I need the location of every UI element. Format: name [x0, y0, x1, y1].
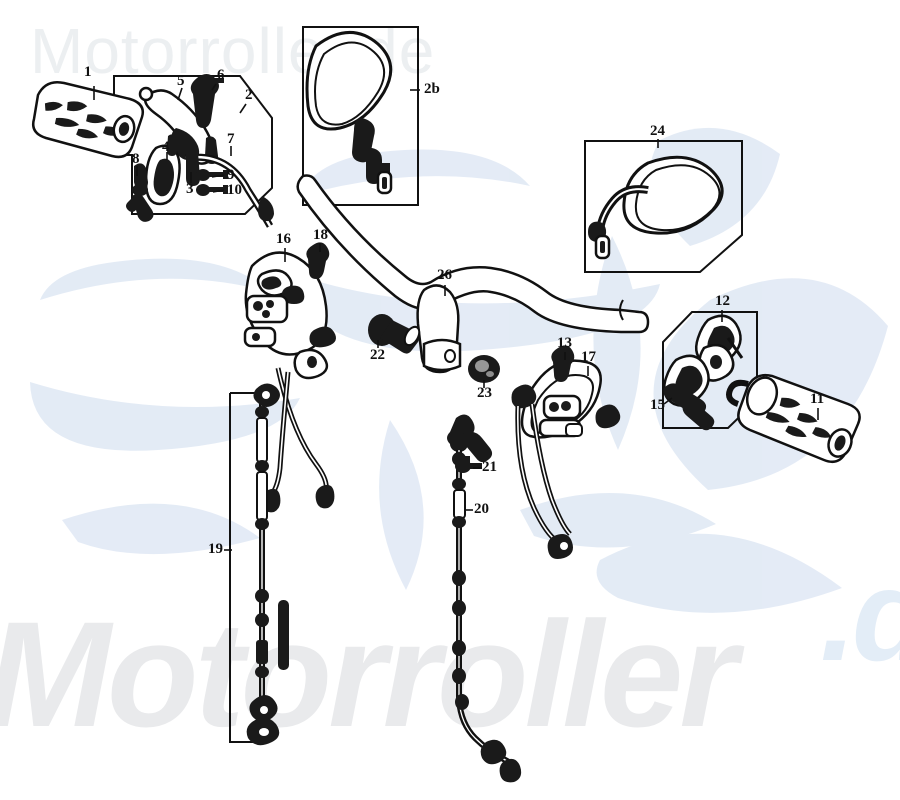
- part-22-clamp-bolt: [368, 314, 421, 354]
- callout-label-8: 8: [132, 151, 140, 167]
- assembly-box-12: [662, 311, 758, 429]
- part-7-lever-holder: [185, 136, 274, 228]
- callout-label-23: 23: [477, 385, 492, 401]
- part-23-handlebar-weight: [468, 355, 500, 383]
- callout-label-6: 6: [217, 67, 225, 83]
- part-10-clamp-bolt: [196, 184, 228, 196]
- callout-label-9: 9: [227, 167, 235, 183]
- part-6-adjuster-screw: [190, 74, 224, 128]
- part-17-right-brake-lever: [511, 359, 621, 559]
- part-26-handlebar-tube: [296, 174, 650, 334]
- callout-label-12: 12: [715, 293, 730, 309]
- part-11-right-grip: [726, 337, 861, 463]
- callout-label-2b: 2b: [424, 81, 440, 97]
- callout-label-7: 7: [227, 131, 235, 147]
- callout-label-26: 26: [437, 267, 452, 283]
- callout-label-20: 20: [474, 501, 489, 517]
- part-13-switch-screw: [551, 345, 575, 382]
- assembly-box-2b: [302, 26, 419, 206]
- callout-label-16: 16: [276, 231, 291, 247]
- callout-label-5: 5: [177, 73, 185, 89]
- handlebar-center-clamp: [416, 284, 462, 374]
- callout-label-18: 18: [313, 227, 328, 243]
- callout-label-13: 13: [557, 335, 572, 351]
- callout-label-17: 17: [581, 349, 596, 365]
- part-4-brake-light-switch: [144, 134, 181, 206]
- part-2b-left-mirror: [305, 31, 393, 195]
- callout-label-11: 11: [810, 391, 825, 407]
- part-19-rear-brake-cable: [229, 383, 289, 746]
- part-21-adjuster-nut: [455, 456, 482, 473]
- callout-label-21: 21: [482, 459, 497, 475]
- part-18-housing-screw: [306, 242, 330, 279]
- part-12-cable-guide-upper: [695, 314, 742, 382]
- part-24-right-mirror: [588, 155, 724, 260]
- part-16-left-switch-housing: [243, 251, 336, 513]
- part-15-guide-screw: [663, 383, 715, 431]
- part-20-throttle-cable: [447, 414, 522, 783]
- callout-label-2: 2: [245, 87, 253, 103]
- callout-label-1: 1: [84, 64, 92, 80]
- callout-label-3: 3: [186, 181, 194, 197]
- part-9-clamp-bolt: [196, 169, 228, 181]
- callout-leader-lines: [93, 83, 819, 551]
- callout-label-4: 4: [162, 139, 170, 155]
- assembly-box-24: [584, 140, 743, 273]
- callout-label-15: 15: [650, 397, 665, 413]
- part-1-left-grip: [32, 81, 144, 159]
- part-small-bolt: [132, 193, 154, 222]
- callout-label-22: 22: [370, 347, 385, 363]
- callout-label-10: 10: [227, 182, 242, 198]
- callout-label-24: 24: [650, 123, 665, 139]
- callout-label-19: 19: [208, 541, 223, 557]
